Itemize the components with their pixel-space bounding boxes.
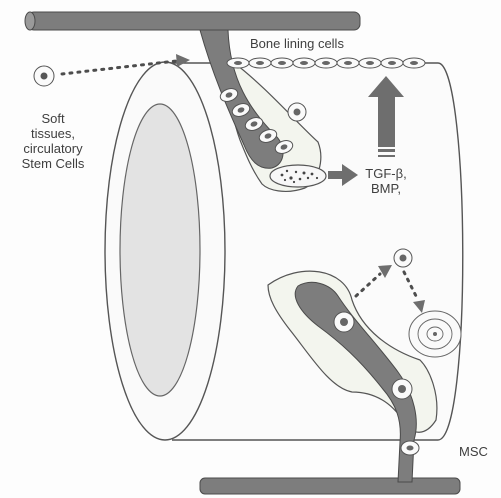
free-cell	[288, 103, 306, 121]
marrow-cavity	[120, 104, 200, 396]
growth-factor-label: TGF-β, BMP,	[354, 166, 418, 196]
differentiating-cell	[409, 311, 461, 357]
top-blood-vessel	[28, 12, 360, 30]
source-label-line-1: Soft	[12, 111, 94, 126]
bone-lining-cells-row	[227, 58, 425, 68]
msc-label: MSC	[459, 444, 488, 459]
circulating-stem-cell	[34, 66, 54, 86]
source-label: Soft tissues, circulatory Stem Cells	[12, 111, 94, 171]
migrating-cell	[394, 249, 412, 267]
resorbing-cell	[270, 165, 326, 187]
growth-factor-line-1: TGF-β,	[354, 166, 418, 181]
source-label-line-4: Stem Cells	[12, 156, 94, 171]
source-label-line-2: tissues,	[12, 126, 94, 141]
bone-lining-cells-label: Bone lining cells	[250, 36, 344, 51]
growth-factor-line-2: BMP,	[354, 181, 418, 196]
source-label-line-3: circulatory	[12, 141, 94, 156]
bottom-blood-vessel	[200, 478, 460, 494]
